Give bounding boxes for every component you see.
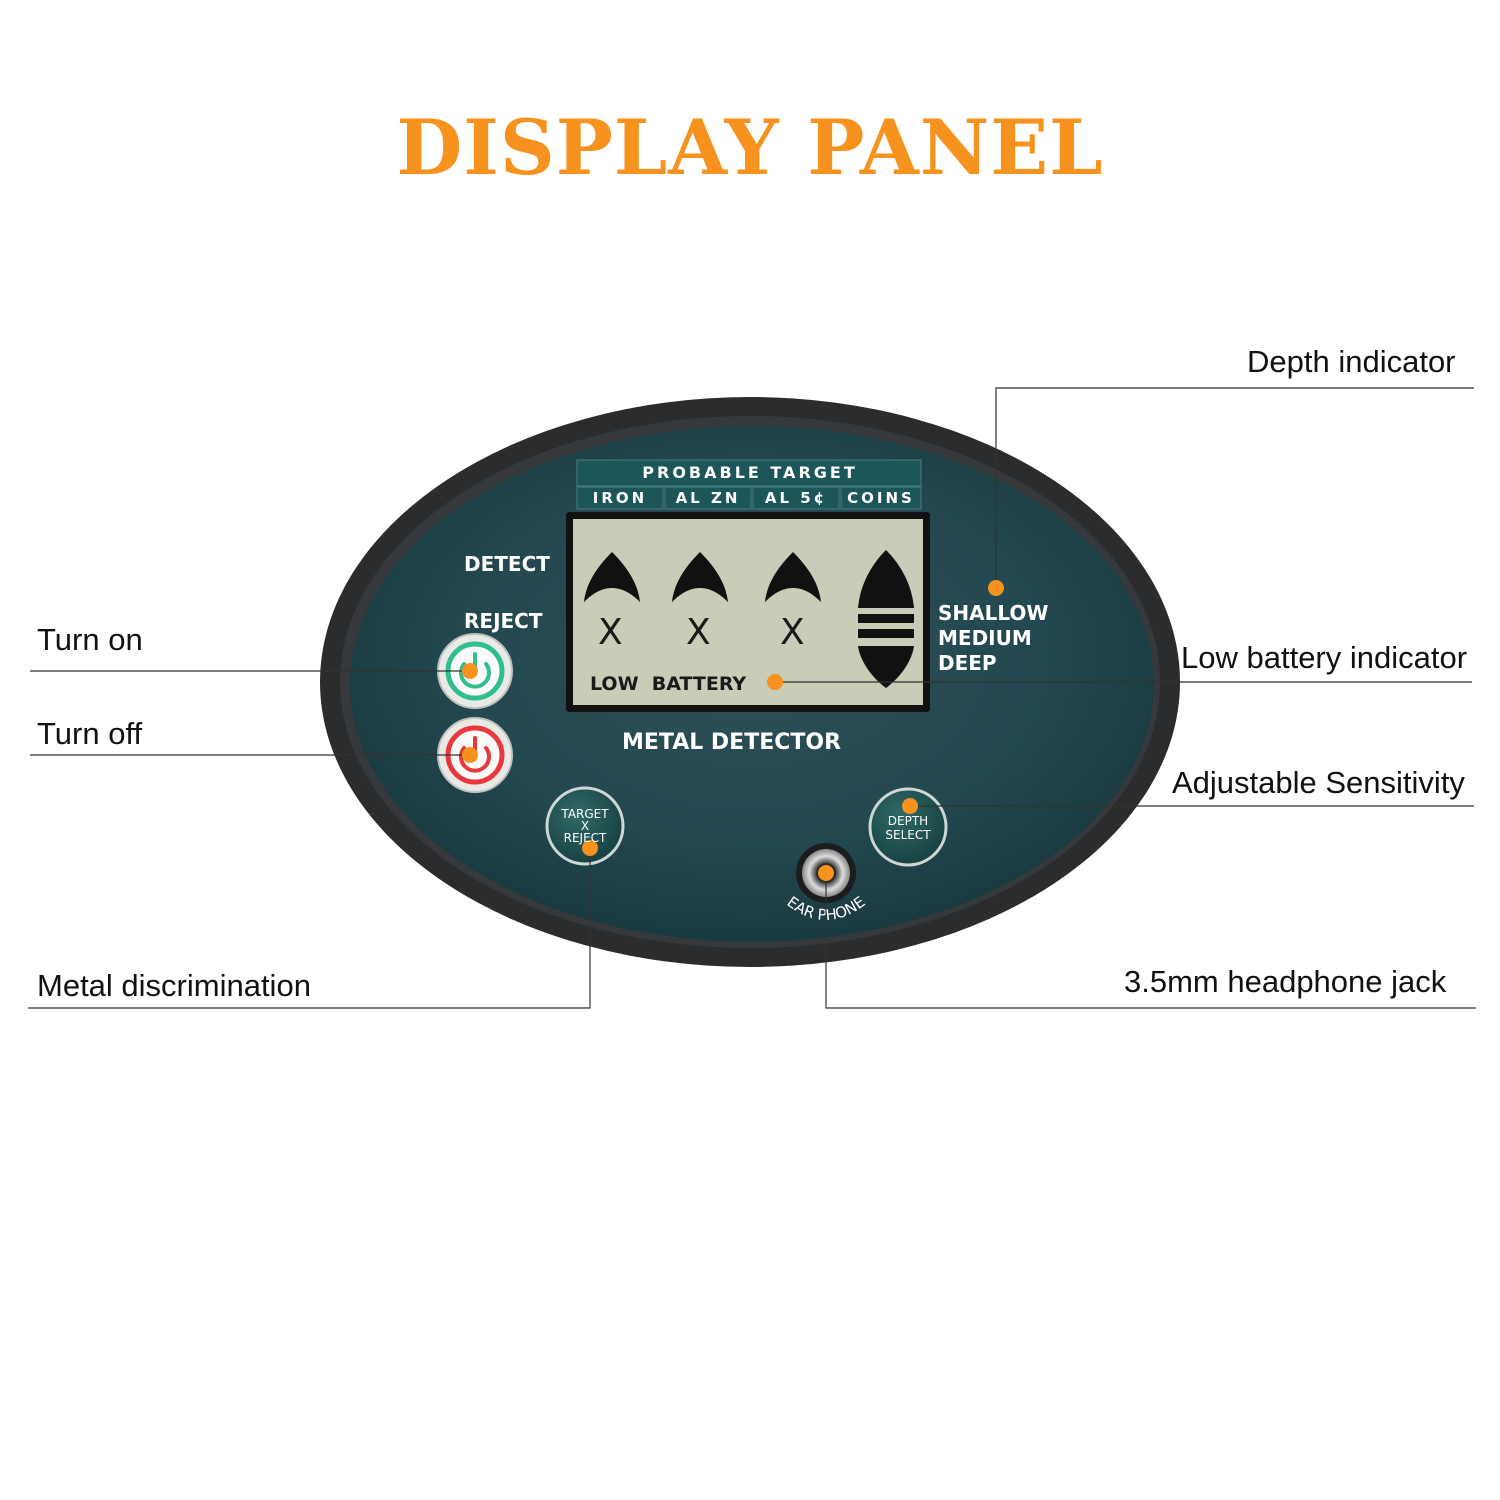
- depth-deep-label: DEEP: [938, 651, 997, 675]
- al-zn-label: AL ZN: [675, 489, 741, 507]
- product-name: METAL DETECTOR: [622, 730, 842, 755]
- marker-turn-off: [462, 747, 478, 763]
- detect-label: DETECT: [464, 552, 550, 576]
- callout-line-metal-discrimination: [28, 848, 591, 1009]
- page-title: DISPLAY PANEL: [396, 103, 1104, 192]
- iron-label: IRON: [592, 489, 648, 507]
- marker-headphone-jack: [818, 865, 834, 881]
- callout-turn-off: Turn off: [37, 716, 143, 751]
- marker-metal-discrimination: [582, 840, 598, 856]
- target-arrow-icon: [672, 552, 728, 602]
- callout-line-depth-indicator: [995, 387, 1474, 588]
- low-battery-text: LOW BATTERY: [590, 673, 747, 695]
- coins-label: COINS: [847, 489, 915, 507]
- callout-lines: [28, 387, 1476, 1009]
- target-column-alzn: [664, 486, 752, 510]
- target-column-coins: [840, 486, 922, 510]
- lcd-screen: [573, 519, 923, 705]
- reject-x-iron: X: [598, 612, 623, 653]
- depth-select-label-line2: SELECT: [885, 828, 931, 842]
- callout-adjustable-sensitivity: Adjustable Sensitivity: [1172, 765, 1465, 800]
- marker-low-battery: [767, 674, 783, 690]
- target-arrow-icon: [584, 552, 640, 602]
- target-arrow-icon: [765, 552, 821, 602]
- reject-label: REJECT: [464, 609, 543, 633]
- target-column-al5c: [752, 486, 840, 510]
- reject-x-alzn: X: [686, 612, 711, 653]
- reject-x-al5c: X: [780, 612, 805, 653]
- probable-target-header: [576, 459, 922, 487]
- marker-depth-indicator: [988, 580, 1004, 596]
- callout-line-headphone-jack: [825, 873, 1476, 1009]
- target-reject-button[interactable]: [545, 786, 625, 866]
- depth-medium-label: MEDIUM: [938, 626, 1032, 650]
- callout-headphone-jack: 3.5mm headphone jack: [1124, 964, 1447, 999]
- al-5c-label: AL 5¢: [764, 489, 828, 507]
- callout-low-battery-indicator: Low battery indicator: [1181, 640, 1468, 675]
- callout-markers: [462, 580, 1004, 881]
- target-reject-label-line3: REJECT: [563, 831, 607, 845]
- probable-target-label: PROBABLE TARGET: [642, 463, 858, 482]
- depth-select-label-line1: DEPTH: [887, 814, 929, 828]
- depth-gauge-icon: [858, 550, 914, 688]
- callout-turn-on: Turn on: [37, 622, 143, 657]
- marker-sensitivity: [902, 798, 918, 814]
- target-reject-label-line1: TARGET: [561, 807, 609, 821]
- depth-shallow-label: SHALLOW: [938, 601, 1049, 625]
- target-reject-label-line2: X: [580, 819, 590, 833]
- callout-depth-indicator: Depth indicator: [1247, 344, 1456, 379]
- callout-metal-discrimination: Metal discrimination: [37, 968, 311, 1003]
- target-column-iron: [576, 486, 664, 510]
- marker-turn-on: [462, 663, 478, 679]
- depth-select-button[interactable]: [868, 787, 948, 867]
